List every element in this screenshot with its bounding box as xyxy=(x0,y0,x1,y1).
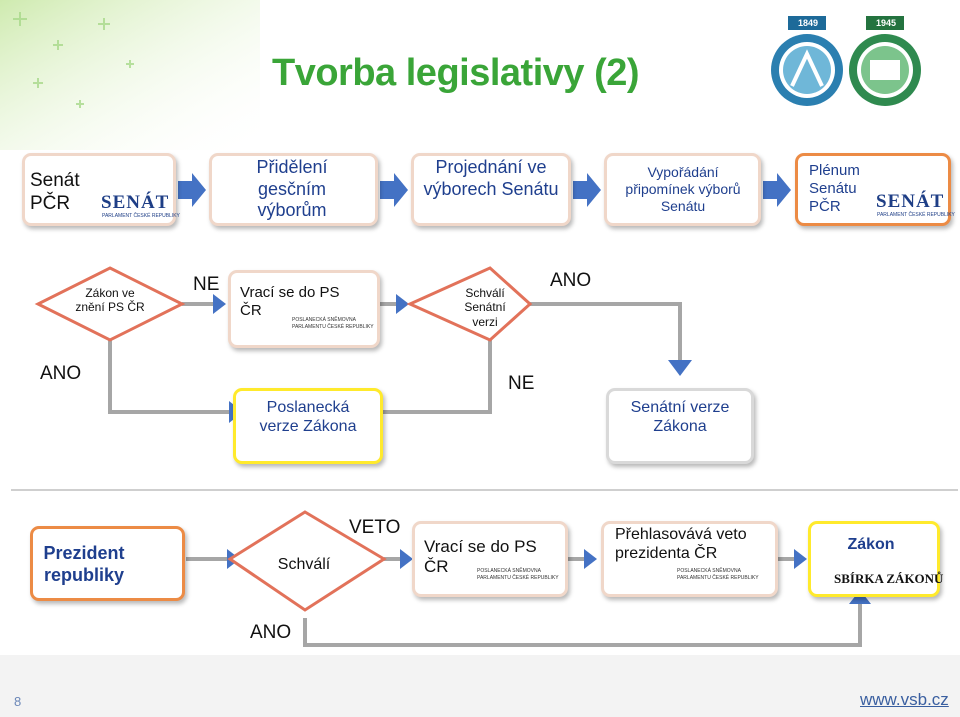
row1-arrows xyxy=(178,173,791,207)
vsb-year-left: 1849 xyxy=(797,18,819,28)
poslanecka-verze-label: Poslanecká verze Zákona xyxy=(259,399,357,436)
page-title: Tvorba legislativy (2) xyxy=(272,52,640,94)
footer-url-link[interactable]: www.vsb.cz xyxy=(860,690,949,709)
arrow-icon xyxy=(763,173,791,207)
prideleni-box xyxy=(209,153,378,226)
arrow-icon xyxy=(573,173,601,207)
senat-logo-sub: PARLAMENT ČESKÉ REPUBLIKY xyxy=(102,213,180,219)
vsb-logo-left xyxy=(771,16,843,106)
diamond-schvali xyxy=(227,510,387,612)
vraci-ps-box-2 xyxy=(412,521,568,597)
ps-logo: POSLANECKÁ SNĚMOVNA PARLAMENTU ČESKÉ REP… xyxy=(477,568,559,581)
ano-label-row4: ANO xyxy=(250,622,292,643)
arrow-icon xyxy=(396,294,409,314)
ne-label-row2: NE xyxy=(193,274,220,295)
diamond-zakon-zneni-label: Zákon ve znění PS ČR xyxy=(75,286,145,315)
ps-logo: POSLANECKÁ SNĚMOVNA PARLAMENTU ČESKÉ REP… xyxy=(292,317,374,330)
senatni-verze-box xyxy=(606,388,754,464)
arrow-icon xyxy=(380,173,408,207)
arrow-icon xyxy=(584,549,597,569)
prezident-label: Prezident republiky xyxy=(43,543,125,585)
arrow-icon xyxy=(400,549,413,569)
footer-band xyxy=(0,655,960,717)
ano-label-row2: ANO xyxy=(550,270,592,291)
veto-label: VETO xyxy=(349,517,401,538)
arrow-icon xyxy=(178,173,206,207)
arrow-icon xyxy=(668,360,692,376)
senat-logo: SENÁT xyxy=(876,191,945,212)
senat-logo-sub: PARLAMENT ČESKÉ REPUBLIKY xyxy=(877,212,955,218)
row4-connectors xyxy=(186,549,871,647)
page-number: 8 xyxy=(14,694,22,709)
ps-logo: POSLANECKÁ SNĚMOVNA PARLAMENTU ČESKÉ REP… xyxy=(677,568,759,581)
sbirka-zakonu-logo: SBÍRKA ZÁKONŮ xyxy=(834,571,944,586)
senat-logo: SENÁT xyxy=(101,192,170,213)
diamond-schvali-senatni-label: Schválí Senátní verzi xyxy=(464,286,506,329)
poslanecka-verze-box xyxy=(233,388,383,464)
vyporadani-label: Vypořádání připomínek výborů Senátu xyxy=(625,164,741,214)
plenum-label: Plénum Senátu PČR xyxy=(809,162,860,215)
senat-pcr-label: Senát PČR xyxy=(30,170,80,214)
vraci-ps-box xyxy=(228,270,380,348)
arrow-icon xyxy=(213,294,226,314)
prideleni-label: Přidělení gesčním výborům xyxy=(256,157,328,221)
arrow-icon xyxy=(794,549,807,569)
plenum-box xyxy=(795,153,951,226)
vsb-logo-right xyxy=(849,16,921,106)
prehlasovava-box xyxy=(601,521,778,597)
decorative-stars xyxy=(0,0,260,150)
diamond-zakon-zneni xyxy=(34,266,186,342)
ano-label-row3: ANO xyxy=(40,363,82,384)
zakon-box xyxy=(808,521,940,597)
ne-label-row3: NE xyxy=(508,373,535,394)
senat-pcr-box xyxy=(22,153,176,226)
projednani-label: Projednání ve výborech Senátu xyxy=(423,157,559,199)
vraci-ps-label-2: Vrací se do PS ČR xyxy=(424,537,537,577)
senatni-verze-label: Senátní verze Zákona xyxy=(630,399,730,436)
projednani-box xyxy=(411,153,571,226)
vsb-year-right: 1945 xyxy=(875,18,897,28)
diamond-schvali-label: Schválí xyxy=(277,556,331,573)
prezident-box xyxy=(30,526,185,601)
diamond-schvali-senatni xyxy=(406,266,533,342)
decision-diamonds xyxy=(34,266,533,612)
vraci-ps-label: Vrací se do PS ČR xyxy=(240,284,340,319)
zakon-label: Zákon xyxy=(847,536,895,553)
arrow-icon xyxy=(849,590,871,604)
prehlasovava-label: Přehlasovává veto prezidenta ČR xyxy=(615,526,747,563)
vyporadani-box xyxy=(604,153,761,226)
